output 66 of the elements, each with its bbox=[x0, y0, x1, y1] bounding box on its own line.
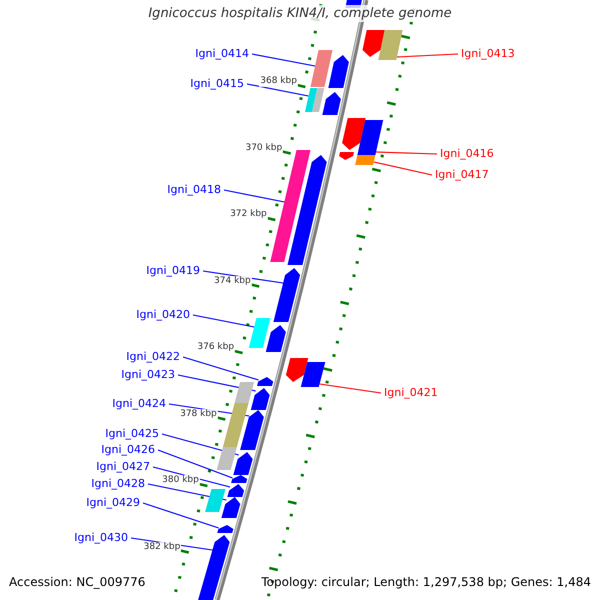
cog-bar bbox=[300, 362, 326, 387]
gene-label: Igni_0414 bbox=[195, 47, 249, 61]
gene-block bbox=[328, 55, 349, 88]
scale-label: 370 kbp bbox=[244, 142, 284, 154]
gene-block bbox=[227, 484, 244, 497]
gene-label: Igni_0429 bbox=[86, 496, 140, 510]
gene-block bbox=[250, 388, 270, 410]
gene-label: Igni_0428 bbox=[91, 477, 145, 491]
cog-bar bbox=[305, 88, 324, 112]
leader-line bbox=[182, 356, 259, 381]
leader-line bbox=[192, 314, 254, 328]
cog-bar bbox=[270, 150, 310, 262]
gene-block bbox=[217, 525, 234, 533]
leader-line bbox=[178, 374, 256, 392]
gene-block bbox=[273, 268, 300, 322]
gene-block bbox=[342, 118, 366, 150]
gene-block bbox=[322, 92, 341, 115]
scale-label: 380 kbp bbox=[161, 475, 200, 486]
scale-label: 378 kbp bbox=[179, 408, 218, 420]
gene-label: Igni_0417 bbox=[435, 168, 489, 182]
gene-block bbox=[339, 152, 354, 160]
leader-line bbox=[142, 502, 219, 529]
gene-label: Igni_0418 bbox=[167, 183, 221, 197]
cog-bar bbox=[378, 30, 403, 60]
cog-bar bbox=[216, 382, 254, 470]
gene-label: Igni_0416 bbox=[440, 147, 494, 161]
gene-block bbox=[257, 377, 274, 386]
gene-label: Igni_0427 bbox=[96, 460, 150, 474]
gene-label: Igni_0420 bbox=[136, 308, 190, 322]
leader-line bbox=[252, 53, 316, 67]
gene-block bbox=[266, 325, 286, 352]
genome-info-text: Topology: circular; Length: 1,297,538 bp; Genes: 1,484 bbox=[261, 575, 591, 589]
leader-line bbox=[376, 151, 438, 155]
leader-line bbox=[224, 189, 285, 203]
cog-bar bbox=[205, 489, 226, 512]
scale-label: 374 kbp bbox=[213, 276, 252, 286]
gene-label: Igni_0419 bbox=[146, 264, 200, 278]
cog-bar bbox=[310, 50, 332, 87]
leader-line bbox=[396, 53, 458, 58]
gene-label: Igni_0426 bbox=[101, 443, 155, 457]
scale-label: 368 kbp bbox=[259, 76, 298, 87]
gene-label: Igni_0422 bbox=[126, 350, 180, 364]
cog-bar bbox=[248, 318, 270, 348]
leader-line bbox=[320, 383, 382, 394]
gene-label: Igni_0421 bbox=[384, 386, 438, 400]
leader-line bbox=[158, 449, 233, 479]
gene-block bbox=[221, 497, 240, 518]
leader-line bbox=[148, 483, 226, 501]
gene-label: Igni_0415 bbox=[190, 77, 244, 91]
gene-label: Igni_0424 bbox=[112, 397, 166, 411]
scale-label: 382 kbp bbox=[142, 542, 182, 552]
scale-label: 372 kbp bbox=[229, 209, 268, 220]
gene-block bbox=[198, 535, 230, 600]
leader-line bbox=[374, 161, 432, 176]
gene-label: Igni_0430 bbox=[74, 531, 128, 545]
leader-line bbox=[162, 433, 239, 456]
gene-label: Igni_0425 bbox=[105, 427, 159, 441]
accession-text: Accession: NC_009776 bbox=[9, 575, 146, 589]
leader-line bbox=[246, 83, 309, 97]
gene-block bbox=[288, 155, 327, 265]
scale-label: 376 kbp bbox=[196, 342, 236, 353]
gene-block bbox=[286, 358, 308, 382]
cog-bar bbox=[357, 120, 384, 155]
gene-label: Igni_0413 bbox=[461, 47, 515, 61]
gene-label: Igni_0423 bbox=[121, 368, 175, 382]
gene-block bbox=[362, 30, 385, 57]
